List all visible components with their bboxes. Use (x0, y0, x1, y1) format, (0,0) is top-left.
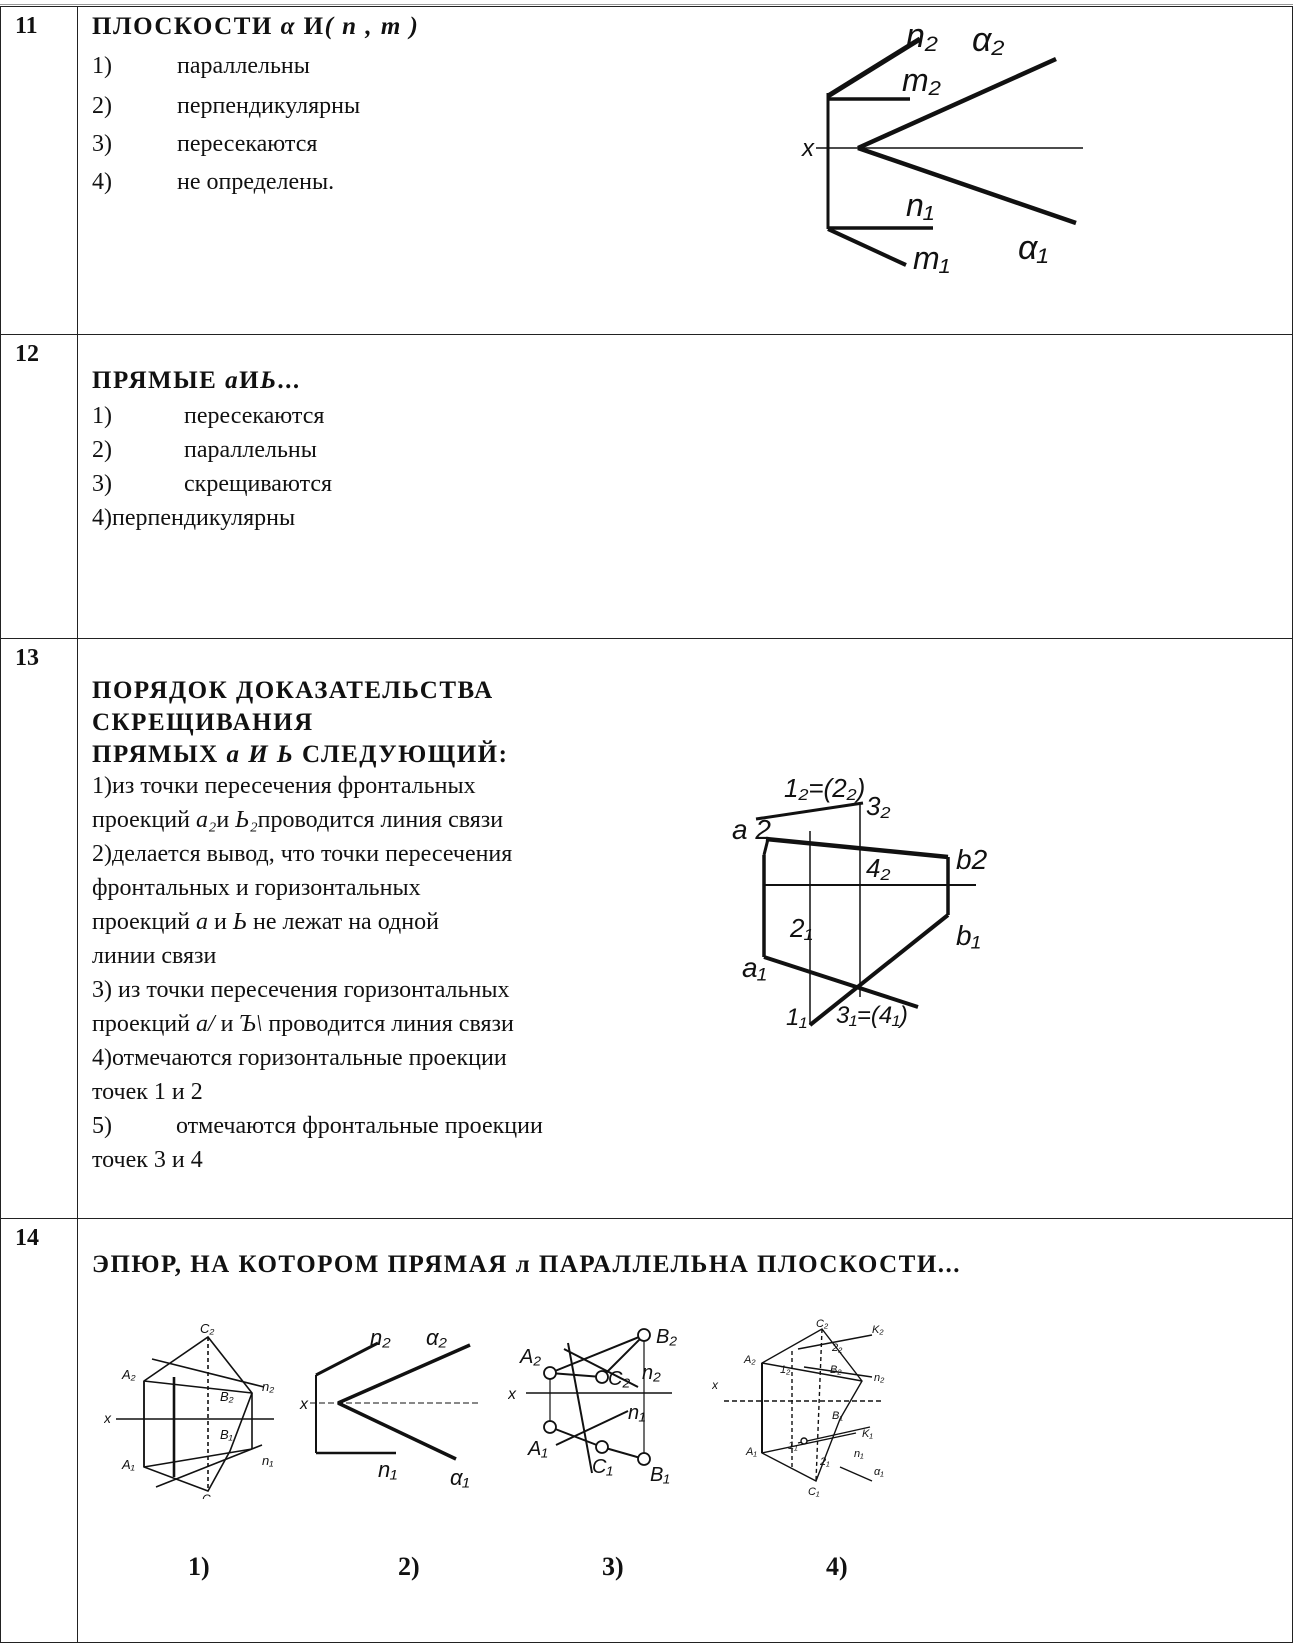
svg-text:K₁: K₁ (862, 1428, 873, 1440)
step-line: точек 3 и 4 (92, 1147, 203, 1173)
svg-text:K₂: K₂ (872, 1324, 884, 1336)
skew-lines-diagram: 1₂=(2₂) 3₂ a 2 b2 4₂ 2₁ b₁ a₁ 1₁ 3₁=(4₁) (732, 773, 988, 1031)
question-content: ПРЯМЫЕ aИЬ... 1)пересекаются 2)параллель… (77, 334, 1293, 639)
svg-text:A₂: A₂ (121, 1367, 136, 1382)
svg-text:C₁: C₁ (592, 1456, 613, 1478)
svg-text:x: x (104, 1410, 112, 1426)
svg-text:n₁: n₁ (378, 1457, 397, 1482)
step-line: 5)отмечаются фронтальные проекции (92, 1113, 543, 1139)
label-3-2: 3₂ (866, 791, 890, 821)
plane-diagram: n₂ α₂ m₂ x n₁ α₁ m₁ (801, 17, 1083, 276)
svg-text:n₂: n₂ (642, 1362, 661, 1384)
question-heading: ЭПЮР, НА КОТОРОМ ПРЯМАЯ л ПАРАЛЛЕЛЬНА ПЛ… (92, 1251, 962, 1278)
label-a2: a 2 (732, 814, 771, 845)
question-content: ПЛОСКОСТИ α И( n , m ) 1)параллельны 2)п… (77, 6, 1293, 335)
label-b1: b₁ (956, 920, 981, 951)
top-cut-line (0, 0, 1293, 5)
svg-text:A₂: A₂ (519, 1346, 541, 1368)
svg-text:A₁: A₁ (527, 1438, 548, 1460)
svg-text:C₁: C₁ (202, 1492, 215, 1499)
question-number: 13 (0, 638, 78, 1219)
label-a1: a₁ (742, 952, 767, 983)
label-x: x (801, 135, 815, 162)
svg-text:A₂: A₂ (743, 1354, 756, 1366)
label-n1: n₁ (906, 187, 934, 223)
label-alpha1: α₁ (1018, 229, 1048, 267)
svg-text:2₂: 2₂ (831, 1342, 843, 1354)
step-line: проекций a и Ь не лежат на одной (92, 909, 439, 935)
proof-steps: 1)из точки пересечения фронтальных проек… (92, 769, 652, 1177)
label-alpha2: α₂ (972, 21, 1004, 59)
step-line: линии связи (92, 943, 217, 969)
label-b2: b2 (956, 844, 988, 875)
option-figure-3[interactable]: B₂ A₂ C₂ n₂ x n₁ A₁ C₁ B₁ (508, 1319, 708, 1499)
svg-text:α₂: α₂ (426, 1325, 448, 1350)
svg-text:n₁: n₁ (262, 1453, 273, 1468)
step-line: проекций a/ и Ъ\ проводится линия связи (92, 1011, 514, 1037)
question-row-14: 14 ЭПЮР, НА КОТОРОМ ПРЯМАЯ л ПАРАЛЛЕЛЬНА… (0, 1218, 1293, 1643)
question-content: ЭПЮР, НА КОТОРОМ ПРЯМАЯ л ПАРАЛЛЕЛЬНА ПЛ… (77, 1218, 1293, 1643)
svg-text:x: x (712, 1378, 719, 1392)
label-3-1: 3₁=(4₁) (836, 1002, 908, 1029)
question-number: 12 (0, 334, 78, 639)
svg-text:B₂: B₂ (830, 1364, 842, 1376)
svg-text:1₂: 1₂ (780, 1364, 791, 1376)
label-1-2: 1₂=(2₂) (784, 773, 865, 803)
step-line: проекций a₂и Ь₂проводится линия связи (92, 807, 504, 833)
svg-text:C₂: C₂ (200, 1321, 214, 1336)
svg-text:B₂: B₂ (220, 1389, 234, 1404)
option-figure-1[interactable]: x A₂ C₂ B₂ n₂ B₁ A₁ C₁ n₁ (104, 1319, 284, 1499)
svg-text:C₂: C₂ (816, 1318, 829, 1330)
svg-text:A₁: A₁ (121, 1457, 135, 1472)
step-line: 1)из точки пересечения фронтальных (92, 773, 476, 799)
svg-text:B₁: B₁ (832, 1410, 843, 1422)
step-line: 2)делается вывод, что точки пересечения (92, 841, 513, 867)
question-number: 14 (0, 1218, 78, 1643)
question-number: 11 (0, 6, 78, 335)
label-m1: m₁ (913, 240, 950, 276)
label-n2: n₂ (906, 17, 938, 55)
step-line: точек 1 и 2 (92, 1079, 203, 1105)
svg-text:x: x (508, 1386, 517, 1403)
label-1-1: 1₁ (786, 1004, 807, 1031)
svg-text:C₁: C₁ (808, 1486, 820, 1498)
option-figure-2[interactable]: n₂ α₂ x n₁ α₁ (298, 1323, 498, 1493)
option-figure-4[interactable]: C₂ K₂ 2₂ A₂ 1₂ B₂ n₂ x B₁ K₁ A₁ 1₁ 2₁ n₁… (712, 1317, 902, 1507)
svg-text:n₂: n₂ (370, 1325, 391, 1350)
figure-number-1: 1) (188, 1552, 210, 1581)
svg-text:B₁: B₁ (220, 1427, 233, 1442)
label-4-2: 4₂ (866, 853, 890, 883)
question-row-12: 12 ПРЯМЫЕ aИЬ... 1)пересекаются 2)паралл… (0, 334, 1293, 639)
svg-text:α₁: α₁ (874, 1466, 884, 1478)
svg-text:n₁: n₁ (854, 1448, 864, 1460)
label-m2: m₂ (902, 62, 941, 98)
svg-text:B₁: B₁ (650, 1464, 670, 1486)
figure-number-4: 4) (826, 1552, 848, 1581)
step-line: 3) из точки пересечения горизонтальных (92, 977, 510, 1003)
question-row-13: 13 ПОРЯДОК ДОКАЗАТЕЛЬСТВА СКРЕЩИВАНИЯ ПР… (0, 638, 1293, 1219)
label-2-1: 2₁ (789, 913, 813, 943)
figure-number-2: 2) (398, 1552, 420, 1581)
question-heading: ПОРЯДОК ДОКАЗАТЕЛЬСТВА СКРЕЩИВАНИЯ ПРЯМЫ… (92, 677, 509, 768)
svg-text:x: x (299, 1396, 309, 1413)
svg-text:B₂: B₂ (656, 1326, 677, 1348)
svg-text:1₁: 1₁ (788, 1440, 798, 1452)
svg-text:n₁: n₁ (628, 1402, 645, 1424)
questions-table: 11 ПЛОСКОСТИ α И( n , m ) 1)параллельны … (0, 6, 1293, 1643)
step-line: фронтальных и горизонтальных (92, 875, 421, 901)
question-heading: ПЛОСКОСТИ α И( n , m ) (92, 13, 420, 40)
svg-text:A₁: A₁ (745, 1446, 757, 1458)
question-heading: ПРЯМЫЕ aИЬ... (92, 367, 301, 394)
svg-text:C₂: C₂ (608, 1368, 630, 1390)
svg-text:n₂: n₂ (874, 1372, 885, 1384)
svg-text:n₂: n₂ (262, 1379, 274, 1394)
svg-text:α₁: α₁ (450, 1465, 470, 1490)
svg-text:2₁: 2₁ (819, 1456, 830, 1468)
step-line: 4)отмечаются горизонтальные проекции (92, 1045, 507, 1071)
figure-number-3: 3) (602, 1552, 624, 1581)
question-row-11: 11 ПЛОСКОСТИ α И( n , m ) 1)параллельны … (0, 6, 1293, 335)
question-content: ПОРЯДОК ДОКАЗАТЕЛЬСТВА СКРЕЩИВАНИЯ ПРЯМЫ… (77, 638, 1293, 1219)
answer-option-4[interactable]: 4)перпендикулярны (92, 505, 296, 531)
